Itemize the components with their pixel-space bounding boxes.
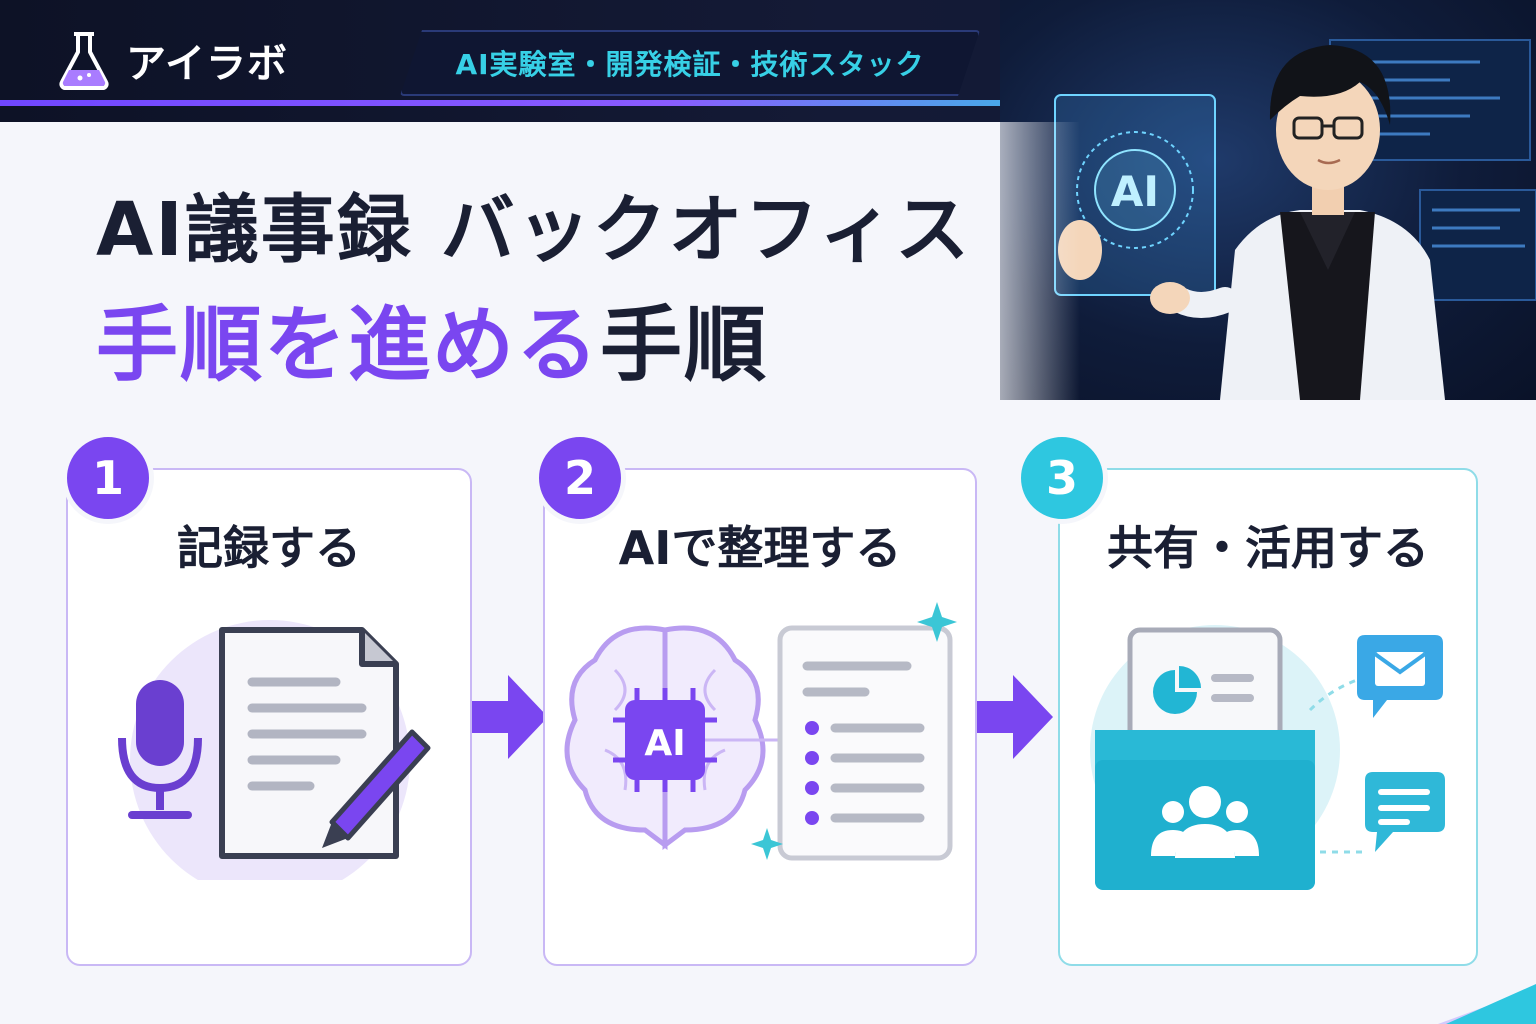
microphone-icon — [118, 680, 202, 819]
document-icon — [219, 627, 399, 859]
team-icon — [1151, 786, 1259, 858]
step-badge-3: 3 — [1016, 432, 1108, 524]
step-title-2: AIで整理する — [618, 521, 902, 575]
page-title-accent: 手順を進める — [96, 298, 601, 393]
arrow-right-icon — [472, 675, 548, 759]
flask-icon — [59, 32, 109, 90]
page-title-line2: 手順を進める手順 — [96, 278, 768, 397]
corner-decoration-cyan — [1446, 984, 1536, 1024]
brand-tagline-box: AI実験室・開発検証・技術スタック — [400, 30, 980, 96]
list-document-icon — [777, 625, 953, 861]
page-title-rest: 手順 — [600, 298, 769, 393]
share-illustration — [1090, 625, 1445, 890]
hero-fade — [960, 122, 1080, 402]
hologram-label: AI — [1111, 167, 1159, 216]
header-accent-stripe — [0, 100, 1143, 106]
organize-illustration: AI — [564, 602, 957, 861]
record-illustration — [118, 620, 431, 880]
scientist-illustration: AI — [1054, 39, 1536, 400]
step-title-3: 共有・活用する — [1107, 521, 1429, 575]
ai-chip-label: AI — [644, 723, 685, 764]
hero-illustration: AI — [1000, 0, 1536, 400]
sparkle-icon — [751, 828, 783, 860]
pen-icon — [322, 729, 431, 848]
brand-tagline: AI実験室・開発検証・技術スタック — [455, 48, 925, 81]
step-badge-1: 1 — [62, 432, 154, 524]
step-badge-2: 2 — [534, 432, 626, 524]
ai-chip-icon: AI — [613, 688, 717, 792]
page-title-line1: AI議事録 バックオフィス — [96, 187, 972, 273]
brain-icon — [564, 625, 766, 850]
chat-icon — [1365, 772, 1445, 852]
mail-icon — [1357, 635, 1443, 718]
sparkle-icon — [917, 602, 957, 642]
brand-name: アイラボ — [126, 41, 288, 87]
arrow-right-icon — [977, 675, 1053, 759]
brand-logo[interactable]: アイラボ — [56, 30, 288, 90]
step-title-1: 記録する — [177, 521, 361, 575]
